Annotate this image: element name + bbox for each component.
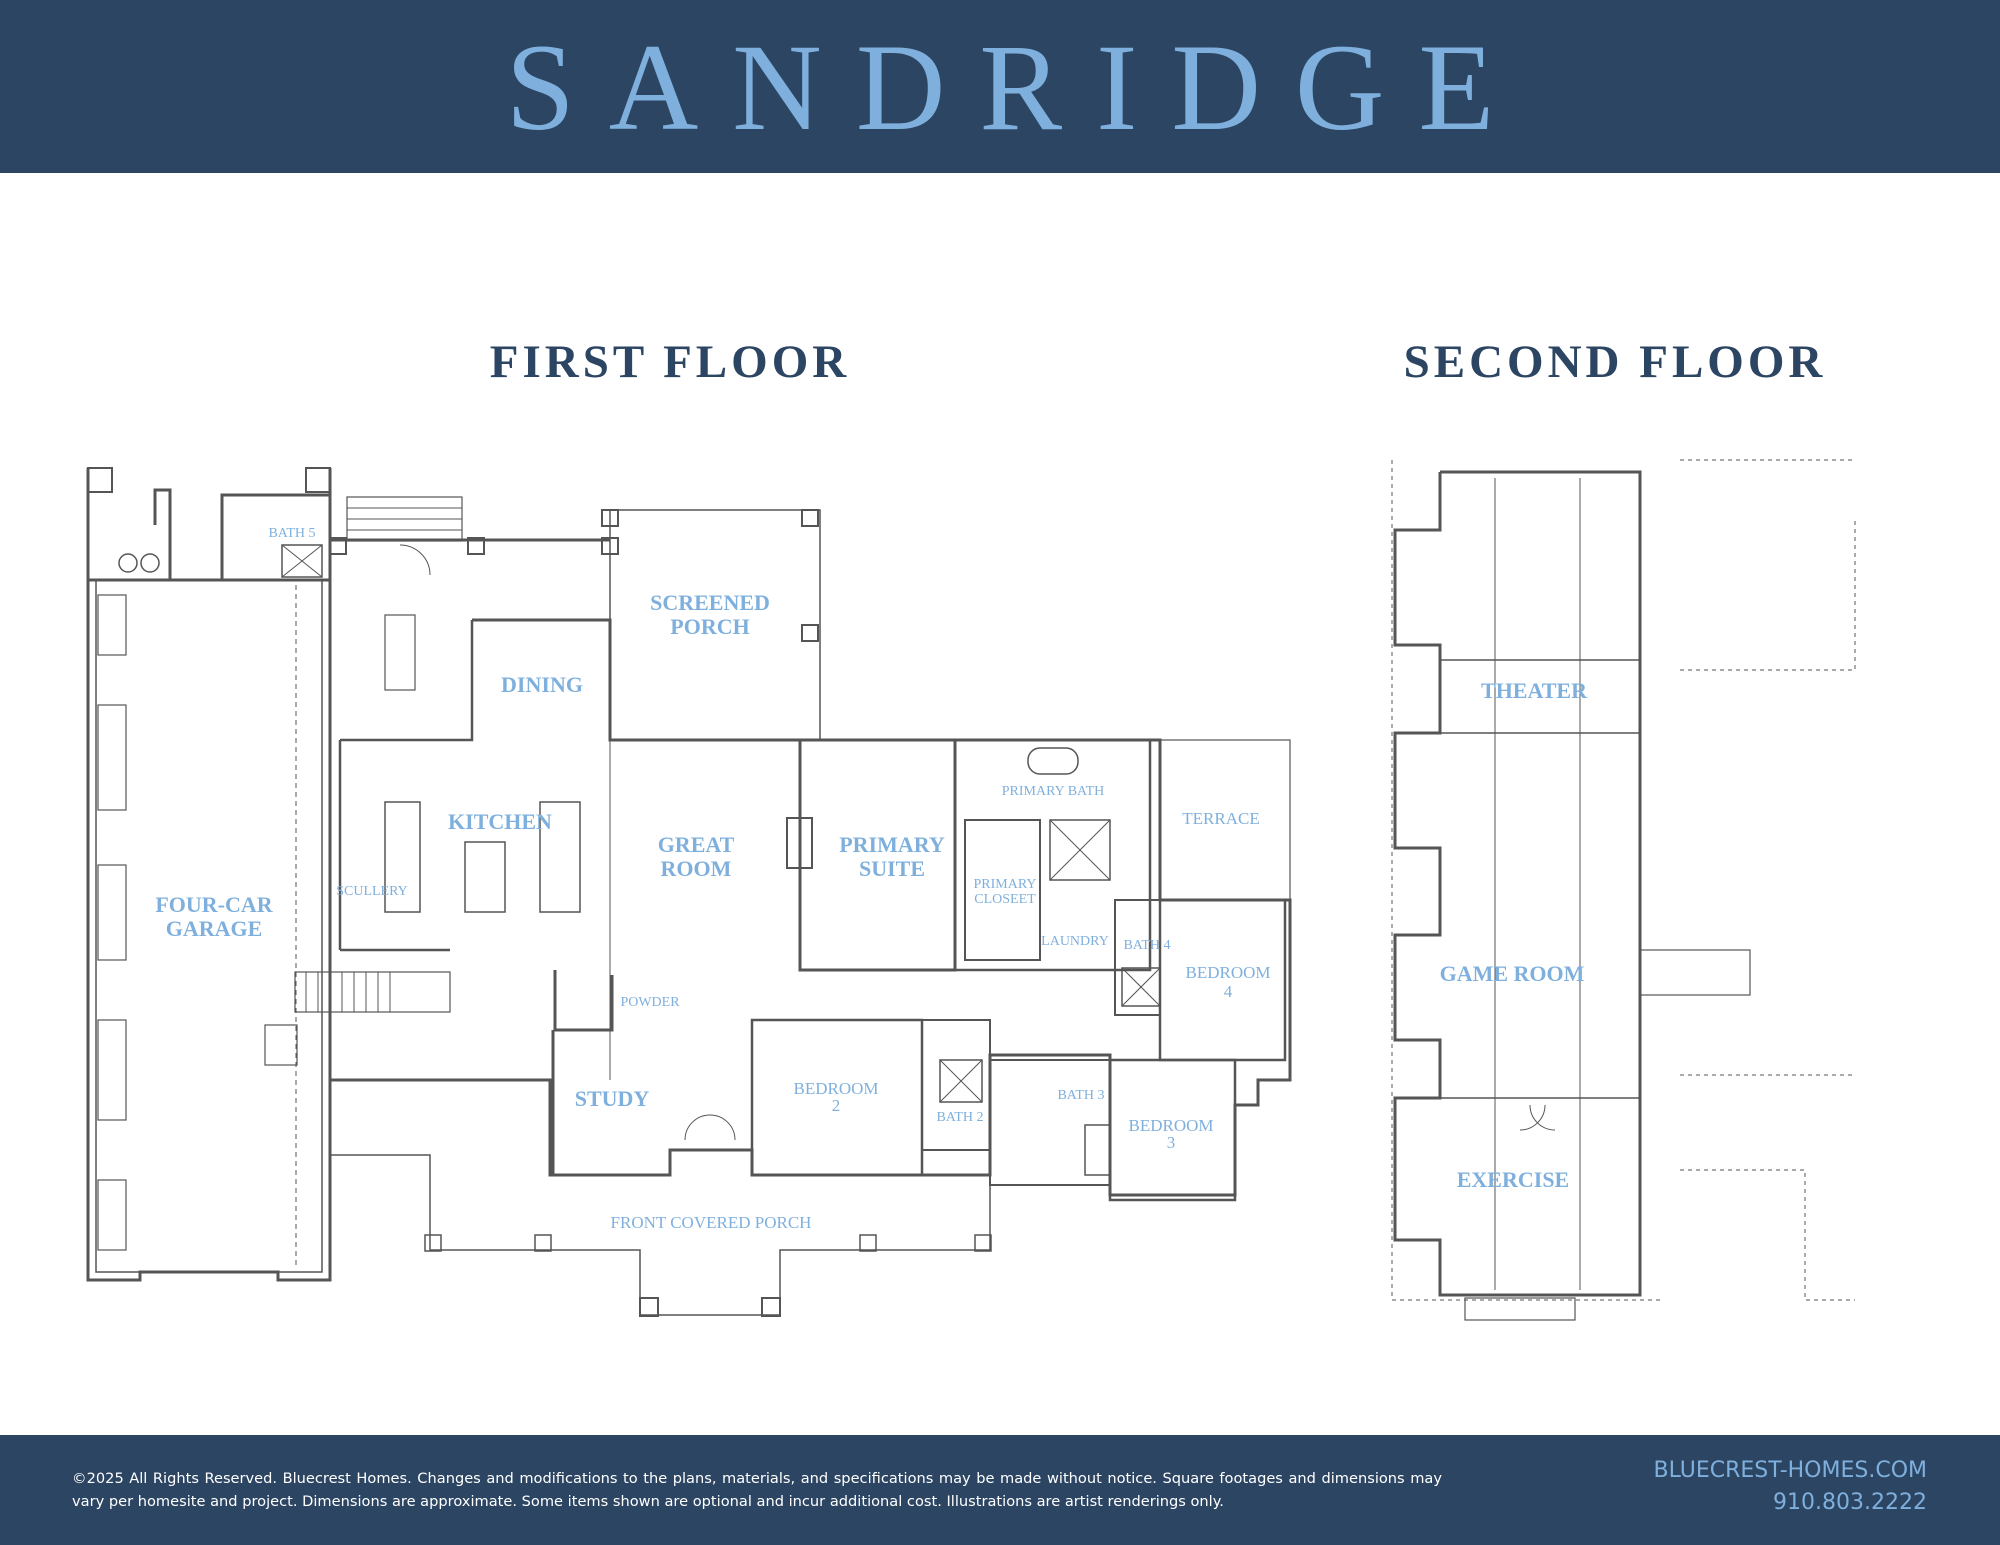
bath3-walls xyxy=(989,1059,1111,1186)
room-scullery-label: SCULLERY xyxy=(336,884,408,899)
room-bath4-label: BATH 4 xyxy=(1123,938,1170,953)
garage-column xyxy=(87,467,113,493)
brand-title: SANDRIDGE xyxy=(505,19,1529,156)
primary-tub xyxy=(1027,747,1079,775)
upper-floor-walls xyxy=(1393,470,1642,1297)
room-primary-closet-label: CLOSEET xyxy=(974,892,1036,907)
kitchen-island xyxy=(384,801,421,913)
room-bath2-label: BATH 2 xyxy=(936,1110,983,1125)
room-garage-label: FOUR-CAR xyxy=(155,892,273,917)
storage-walls xyxy=(86,488,172,582)
primary-closet xyxy=(964,819,1041,961)
kitchen-island xyxy=(539,801,581,913)
room-exercise-label: EXERCISE xyxy=(1457,1167,1569,1192)
bedroom3-walls xyxy=(1108,1058,1237,1202)
dining-walls xyxy=(472,618,1162,900)
upper-stairs xyxy=(1639,949,1751,996)
website-link[interactable]: BLUECREST-HOMES.COM xyxy=(1653,1458,1928,1483)
room-study-label: STUDY xyxy=(575,1086,650,1111)
legal-disclaimer: ©2025 All Rights Reserved. Bluecrest Hom… xyxy=(72,1470,1442,1510)
bath2-shower xyxy=(939,1059,983,1103)
bath4-shower xyxy=(1121,967,1161,1007)
room-screened-porch-label: PORCH xyxy=(670,614,749,639)
room-laundry-label: LAUNDRY xyxy=(1041,934,1109,949)
second-floor-plan xyxy=(1391,459,1856,1321)
water-heater xyxy=(118,553,138,573)
door-swings xyxy=(399,544,1556,1141)
room-bedroom4-label: 4 xyxy=(1224,982,1233,1001)
room-kitchen-label: KITCHEN xyxy=(448,809,552,834)
room-powder-label: POWDER xyxy=(620,995,680,1010)
powder-walls xyxy=(553,970,614,1032)
room-garage-label: GARAGE xyxy=(166,916,263,941)
garage-walls-inner xyxy=(95,580,323,1273)
room-primary-closet-label: PRIMARY xyxy=(973,877,1036,892)
bath3-tub xyxy=(1084,1124,1111,1176)
first-floor-plan xyxy=(86,467,1556,1317)
room-bath5-label: BATH 5 xyxy=(268,526,315,541)
room-primary-bath-label: PRIMARY BATH xyxy=(1002,784,1105,799)
room-bedroom2-label: BEDROOM xyxy=(793,1079,878,1098)
room-bath3-label: BATH 3 xyxy=(1057,1088,1104,1103)
island-porch xyxy=(384,614,416,691)
second-floor-title: SECOND FLOOR xyxy=(1403,336,1827,388)
room-theater-label: THEATER xyxy=(1481,678,1588,703)
room-great-room-label: ROOM xyxy=(661,856,732,881)
footer-bar xyxy=(0,1435,2000,1545)
garage-walls xyxy=(86,468,332,1282)
room-primary-suite-label: SUITE xyxy=(859,856,925,881)
room-bedroom2-label: 2 xyxy=(832,1096,841,1115)
room-screened-porch-label: SCREENED xyxy=(650,590,770,615)
room-great-room-label: GREAT xyxy=(658,832,735,857)
study-walls xyxy=(551,1030,672,1177)
bath5-shower xyxy=(281,544,323,578)
room-bedroom4-label: BEDROOM xyxy=(1185,963,1270,982)
room-dining-label: DINING xyxy=(501,672,583,697)
room-front-porch-label: FRONT COVERED PORCH xyxy=(611,1213,812,1232)
garage-column xyxy=(305,467,331,493)
room-terrace-label: TERRACE xyxy=(1182,809,1259,828)
first-floor-title: FIRST FLOOR xyxy=(489,336,851,388)
contact-info: BLUECREST-HOMES.COM 910.803.2222 xyxy=(1654,1455,1928,1519)
primary-shower xyxy=(1049,819,1111,881)
kitchen-island xyxy=(464,841,506,913)
stairs xyxy=(294,971,451,1013)
fireplace xyxy=(786,817,813,869)
room-bedroom3-label: 3 xyxy=(1167,1133,1176,1152)
room-labels: BATH 5 FOUR-CAR GARAGE SCREENED PORCH DI… xyxy=(155,526,1588,1232)
room-primary-suite-label: PRIMARY xyxy=(839,832,945,857)
header-bar: SANDRIDGE xyxy=(0,0,2000,173)
water-heater xyxy=(140,553,160,573)
room-game-room-label: GAME ROOM xyxy=(1440,961,1585,986)
screened-porch xyxy=(609,509,821,740)
room-bedroom3-label: BEDROOM xyxy=(1128,1116,1213,1135)
phone-number[interactable]: 910.803.2222 xyxy=(1773,1490,1927,1515)
bath2-walls xyxy=(921,1019,991,1151)
garage-steps xyxy=(264,1024,298,1066)
